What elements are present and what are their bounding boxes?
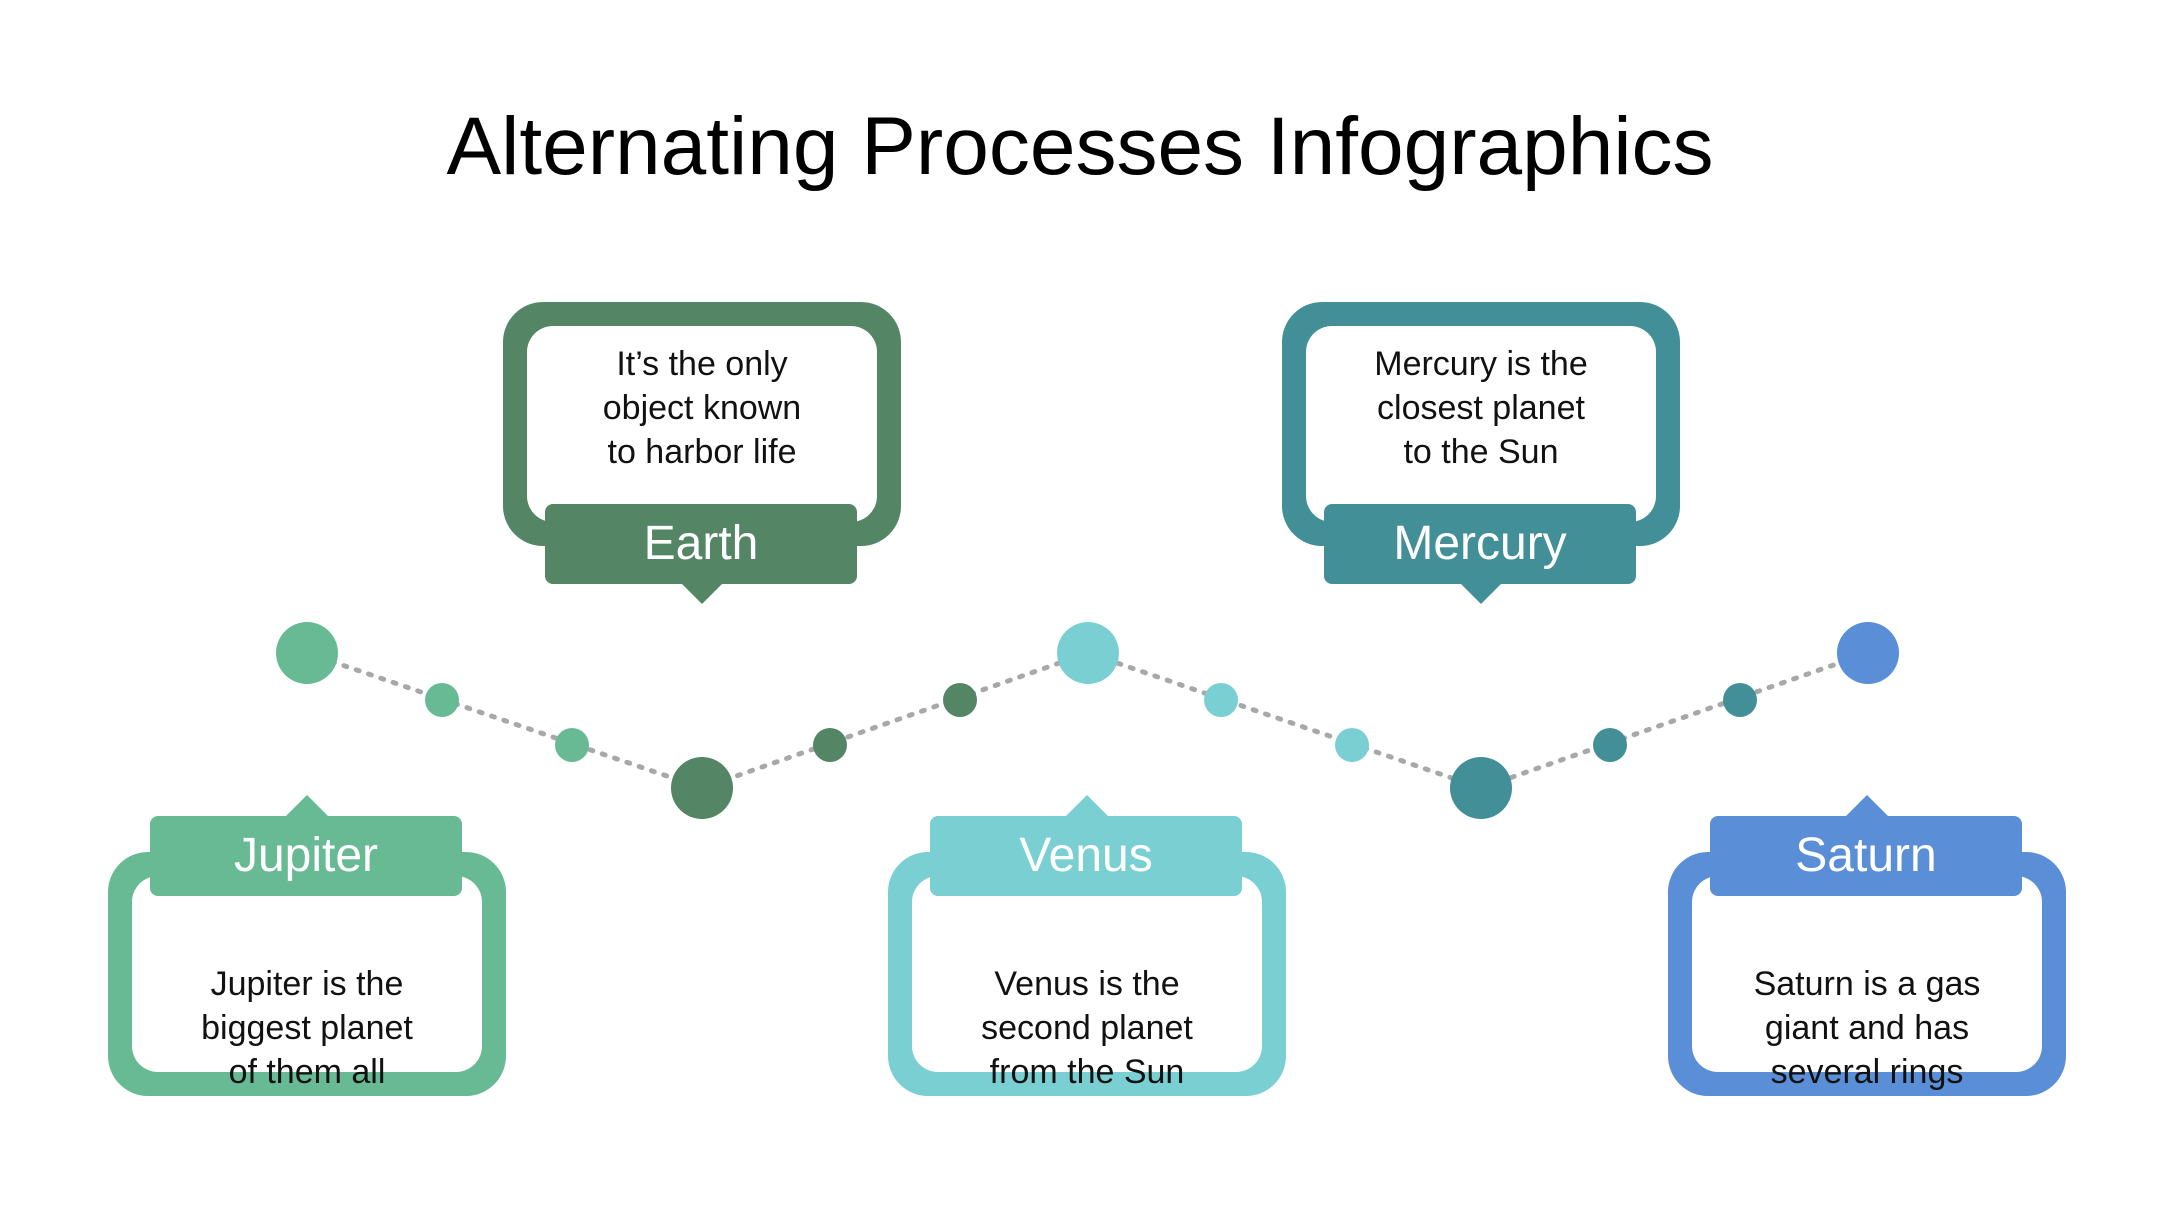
earth-pointer: [681, 583, 723, 604]
venus-card: Venus is the second planet from the Sun …: [888, 795, 1286, 1096]
node-step-earth-1: [813, 728, 847, 762]
jupiter-label: Jupiter: [150, 816, 462, 896]
node-step-earth-2: [943, 683, 977, 717]
earth-card-body: [527, 326, 877, 522]
mercury-pointer: [1460, 583, 1502, 604]
node-step-mercury-2: [1723, 683, 1757, 717]
mercury-label: Mercury: [1324, 504, 1636, 584]
node-mercury: [1450, 757, 1512, 819]
jupiter-card-body: [132, 876, 482, 1072]
node-saturn: [1837, 622, 1899, 684]
page-title: Alternating Processes Infographics: [446, 101, 1714, 192]
venus-label: Venus: [930, 816, 1242, 896]
node-venus: [1057, 622, 1119, 684]
venus-pointer: [1066, 795, 1108, 816]
jupiter-card: Jupiter is the biggest planet of them al…: [108, 795, 506, 1096]
saturn-card: Saturn is a gas giant and has several ri…: [1668, 795, 2066, 1096]
node-jupiter: [276, 622, 338, 684]
mercury-description: Mercury is the closest planet to the Sun: [1374, 345, 1588, 471]
node-step-mercury-1: [1593, 728, 1627, 762]
venus-card-body: [912, 876, 1262, 1072]
earth-description: It’s the only object known to harbor lif…: [602, 345, 802, 471]
saturn-label: Saturn: [1710, 816, 2022, 896]
earth-card: It’s the only object known to harbor lif…: [503, 302, 901, 604]
node-step-jupiter-2: [555, 728, 589, 762]
node-step-venus-2: [1335, 728, 1369, 762]
node-step-jupiter-1: [425, 683, 459, 717]
earth-label: Earth: [545, 504, 857, 584]
mercury-card: Mercury is the closest planet to the Sun…: [1282, 302, 1680, 604]
node-earth: [671, 757, 733, 819]
jupiter-pointer: [286, 795, 328, 816]
mercury-card-body: [1306, 326, 1656, 522]
node-step-venus-1: [1204, 683, 1238, 717]
venus-description: Venus is the second planet from the Sun: [981, 965, 1193, 1091]
saturn-description: Saturn is a gas giant and has several ri…: [1753, 965, 1981, 1091]
saturn-pointer: [1846, 795, 1888, 816]
jupiter-description: Jupiter is the biggest planet of them al…: [201, 965, 413, 1091]
saturn-card-body: [1692, 876, 2042, 1072]
